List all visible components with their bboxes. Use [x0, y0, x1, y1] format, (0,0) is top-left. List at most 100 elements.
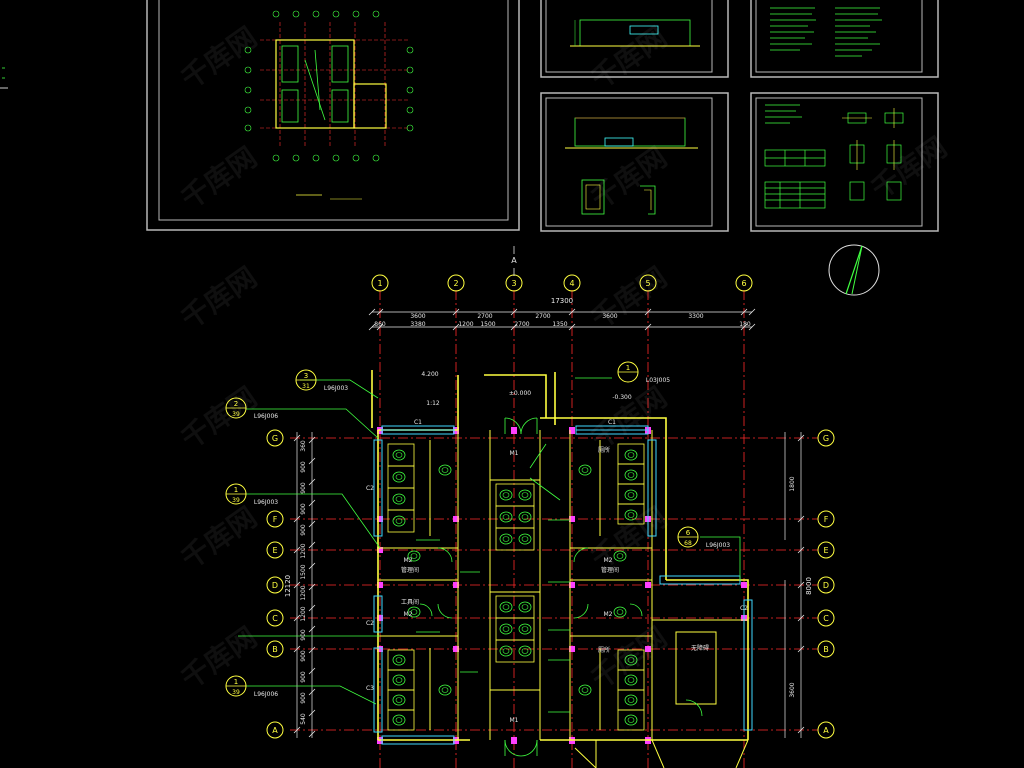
right-partial-dimension: 1800 [789, 476, 796, 491]
axis-bubble-right-F: F [817, 510, 835, 528]
left-dimension: 900 [300, 692, 307, 704]
axis-bubble-right-E: E [817, 541, 835, 559]
axis-bubble-right-C: C [817, 609, 835, 627]
top-axis-bubbles: 1 2 3 4 5 6 [371, 274, 753, 292]
axis-bubble-1: 1 [371, 274, 389, 292]
door-label: M2 [604, 611, 613, 618]
callout-number: 3 [304, 372, 308, 380]
interior-walls [378, 430, 748, 740]
thumbnail-sheet-section[interactable] [540, 92, 729, 232]
axis-bubble-left-C: C [266, 609, 284, 627]
axis-bubble-right-A: A [817, 721, 835, 739]
callout-sheet: 39 [232, 497, 240, 504]
right-overall-dimension: 8000 [805, 577, 813, 595]
watermark-text: 千库网 [175, 21, 263, 96]
axis-bubble-right-G: G [817, 429, 835, 447]
left-dimension: 900 [300, 503, 307, 515]
callout-code: L96J003 [254, 499, 278, 506]
left-dimension: 900 [300, 671, 307, 683]
axis-bubble-6: 6 [735, 274, 753, 292]
room-label: 无障碍 [691, 644, 709, 652]
callout-code: L96J006 [254, 413, 278, 420]
top-sub-dimension: 180 [739, 321, 751, 328]
window-label: C1 [608, 419, 616, 426]
callout-number: 2 [234, 400, 238, 408]
watermark-text: 千库网 [175, 381, 263, 456]
left-dimension: 900 [300, 524, 307, 536]
axis-bubble-label: F [273, 515, 278, 524]
axis-bubble-label: G [272, 434, 278, 443]
top-sub-dimension: 3380 [410, 321, 425, 328]
thumbnail-sheet-elevation[interactable] [540, 0, 729, 78]
axis-bubble-label: 3 [511, 279, 516, 288]
watermark-text: 千库网 [175, 501, 263, 576]
left-dimension: 1500 [300, 564, 307, 579]
axis-bubble-label: 6 [741, 279, 746, 288]
left-dimension: 1200 [300, 606, 307, 621]
callout-number: 1 [234, 486, 238, 494]
callout-sheet: 31 [302, 383, 310, 390]
top-dimension: 2700 [477, 313, 492, 320]
top-sub-dimension: 1500 [480, 321, 495, 328]
axis-bubble-label: A [823, 726, 829, 735]
left-dimension: 900 [300, 650, 307, 662]
callout-code: L96J006 [254, 691, 278, 698]
axis-bubble-left-G: G [266, 429, 284, 447]
axis-bubble-label: E [272, 546, 277, 555]
callout-sheet: 68 [684, 540, 692, 547]
callout-sheet: 39 [232, 689, 240, 696]
axis-bubble-label: F [824, 515, 829, 524]
axis-bubble-left-B: B [266, 640, 284, 658]
direction-marker-label: A [511, 256, 517, 265]
exterior-walls [371, 370, 749, 741]
window-label: C2 [740, 605, 748, 612]
axis-bubble-right-D: D [817, 576, 835, 594]
room-label: 工具间 [401, 598, 419, 606]
axis-bubble-label: 4 [569, 279, 574, 288]
watermark-text: 千库网 [585, 141, 673, 216]
axis-bubble-5: 5 [639, 274, 657, 292]
axis-bubble-label: A [272, 726, 278, 735]
left-dimension: 360 [300, 440, 307, 452]
sanitary-fixtures [392, 449, 638, 726]
door-label: M2 [404, 557, 413, 564]
room-label: 厕所 [598, 446, 610, 454]
watermark-text: 千库网 [175, 261, 263, 336]
top-dimension: 2700 [535, 313, 550, 320]
axis-bubble-label: 1 [377, 279, 382, 288]
right-partial-dimension: 3600 [789, 682, 796, 697]
axis-bubble-label: 5 [645, 279, 650, 288]
axis-bubble-left-A: A [266, 721, 284, 739]
axis-bubble-label: B [823, 645, 829, 654]
callout-number: 1 [234, 678, 238, 686]
watermark-text: 千库网 [585, 261, 673, 336]
top-sub-dimension: 860 [374, 321, 386, 328]
watermark-text: 千库网 [865, 131, 953, 206]
level-note: 4.200 [421, 371, 438, 378]
axis-bubble-label: E [823, 546, 828, 555]
axis-bubble-label: G [823, 434, 829, 443]
north-arrow [828, 244, 880, 296]
callout-number: 6 [686, 529, 691, 537]
thumbnail-sheet-details[interactable] [750, 92, 939, 232]
thumbnail-sheet-floor-plan[interactable] [146, 0, 520, 231]
level-note: -0.300 [612, 394, 632, 401]
axis-bubble-left-D: D [266, 576, 284, 594]
top-dimension: 3600 [602, 313, 617, 320]
thumbnail-sheet-notes[interactable] [750, 0, 939, 78]
axis-bubble-label: 2 [453, 279, 458, 288]
axis-bubble-2: 2 [447, 274, 465, 292]
watermark-text: 千库网 [585, 21, 673, 96]
detail-callout: 1 39 L96J003 [225, 483, 278, 506]
dimension-ticks [293, 308, 805, 738]
door-label: M2 [604, 557, 613, 564]
left-overall-dimension: 12120 [284, 575, 292, 597]
left-dimension: 540 [300, 713, 307, 725]
callout-code: L96J003 [324, 385, 348, 392]
